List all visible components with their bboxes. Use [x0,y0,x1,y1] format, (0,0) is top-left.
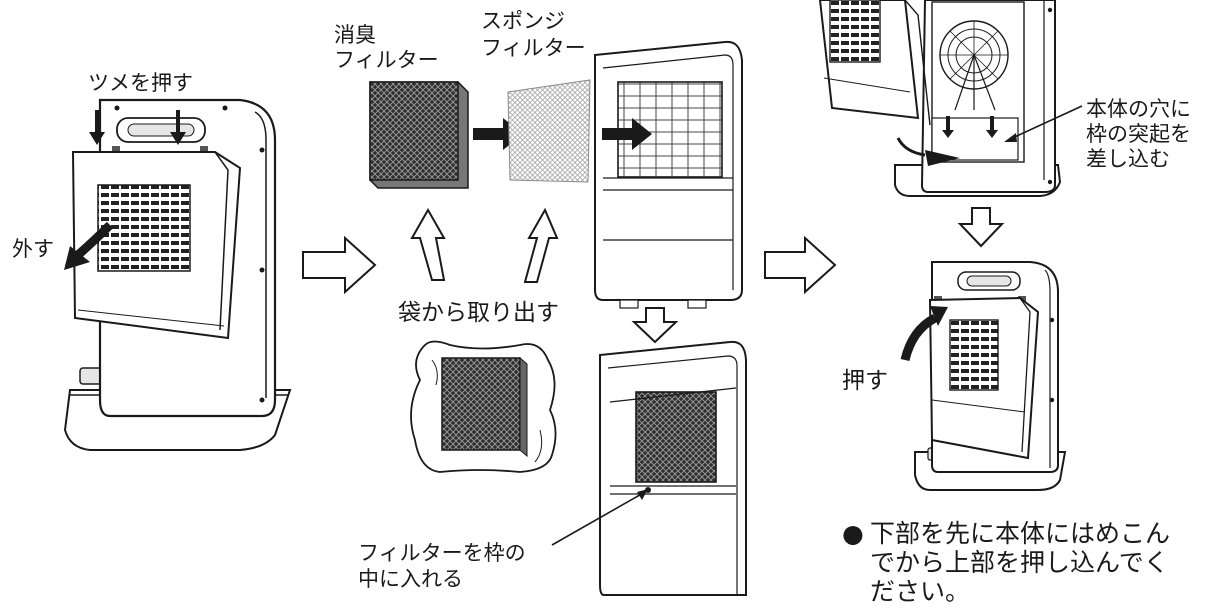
sponge-filter [507,79,591,183]
label-deodorizing-filter-l1: 消臭 [334,23,376,47]
air-purifier-unit-left [63,98,292,451]
deodorizing-filter [369,81,469,189]
label-remove: 外す [12,237,54,261]
insert-arrow-2-icon [986,116,998,138]
note-line-2: でから上部を押し込んでく [870,548,1169,577]
step-arrow-2-icon [764,235,837,295]
press-arrow-right-icon [170,110,186,145]
up-arrow-deodorizing-icon [410,207,446,281]
press-arrow-left-icon [89,110,105,145]
label-insert-protrusions-l2: 枠の突起を [1086,122,1191,146]
right-solid-arrow-2-icon [602,118,652,150]
remove-curved-arrow-icon [75,221,114,259]
note-line-3: ださい。 [870,577,971,606]
label-deodorizing-filter-l2: フィルター [334,48,439,72]
air-purifier-unit-open [818,0,1062,197]
label-put-in-frame-l2: 中に入れる [358,567,463,591]
push-curved-arrow-icon [900,314,938,362]
label-insert-protrusions-l1: 本体の穴に [1086,97,1191,121]
insert-arrow-1-icon [942,116,954,138]
label-insert-protrusions-l3: 差し込む [1086,147,1170,171]
filter-frame-bottom [599,340,747,596]
label-sponge-filter-l1: スポンジ [481,9,565,33]
note-line-1: 下部を先に本体にはめこん [870,519,1171,548]
step-arrow-down-1-icon [631,307,679,344]
air-purifier-unit-closed [900,261,1067,491]
step-arrow-1-icon [302,235,377,295]
filter-frame-top [594,40,743,309]
label-put-in-frame-l1: フィルターを枠の [358,541,526,565]
up-arrow-sponge-icon [523,207,559,283]
filter-in-bag [410,340,557,473]
step-arrow-down-2-icon [957,207,1005,248]
frame-leader-line [551,491,646,546]
label-press-tabs: ツメを押す [88,71,193,95]
front-grille [97,184,191,272]
note-bullet: ● [842,519,864,548]
label-push: 押す [842,368,888,394]
label-take-out-of-bag: 袋から取り出す [398,300,559,326]
label-sponge-filter-l2: フィルター [481,36,586,60]
protrusion-leader-line [1007,105,1083,141]
